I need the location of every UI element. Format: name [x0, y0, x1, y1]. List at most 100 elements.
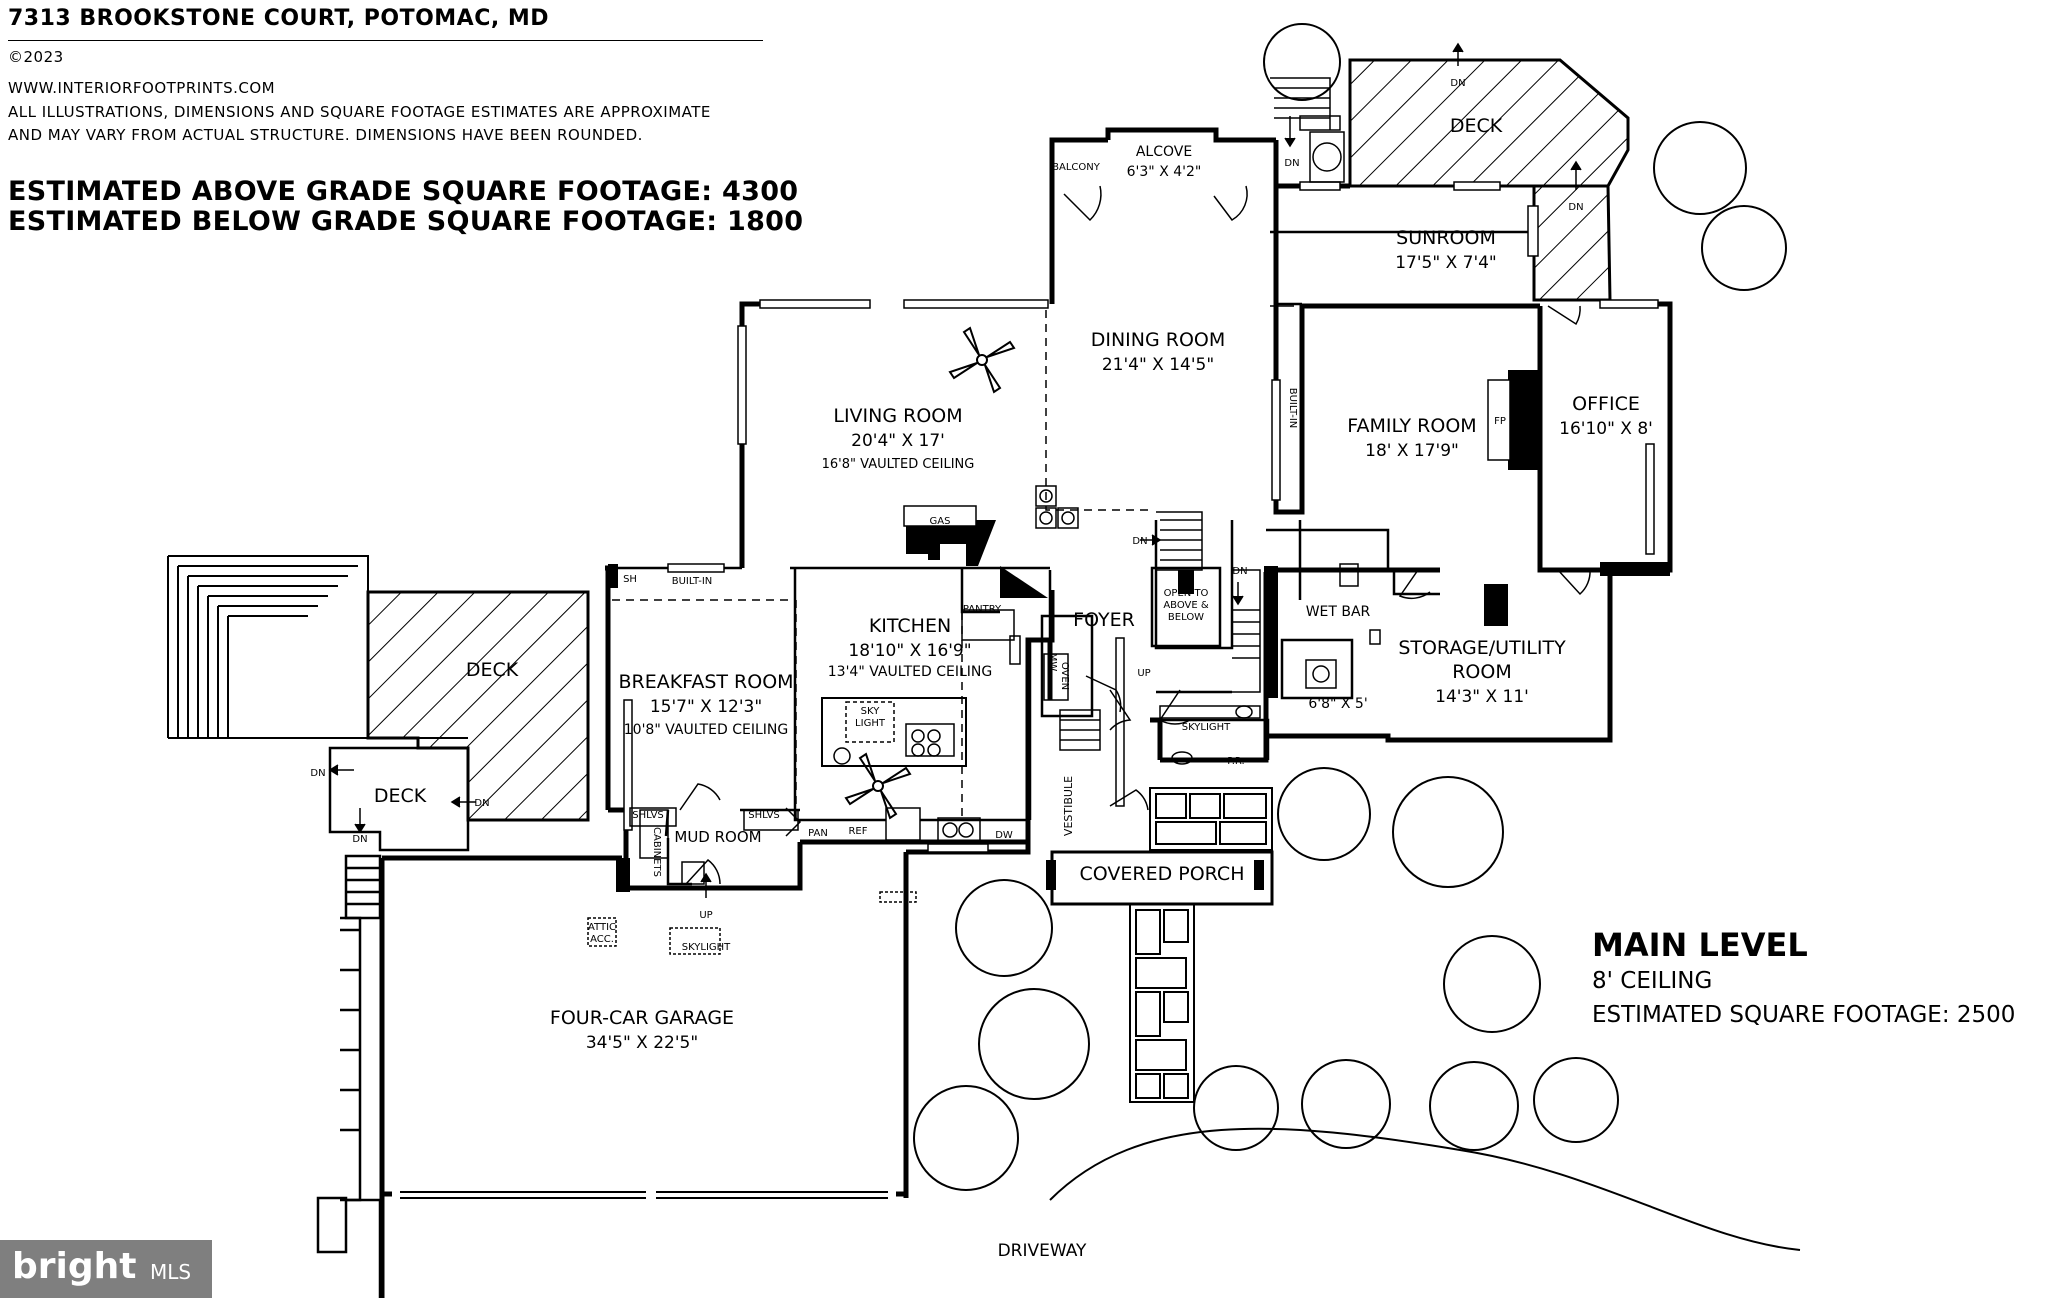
arrows [328, 42, 1582, 898]
dn-label: DN [1132, 536, 1147, 547]
label-kitchen-ceiling: 13'4" VAULTED CEILING [828, 664, 992, 680]
tree [978, 988, 1090, 1100]
up-label: UP [1137, 668, 1150, 679]
label-storage-dim: 14'3" X 11' [1435, 687, 1529, 707]
door-swing [1085, 675, 1122, 713]
tree [1392, 776, 1504, 888]
label-living-ceiling: 16'8" VAULTED CEILING [822, 457, 975, 472]
label-kitchen-dim: 18'10" X 16'9" [848, 641, 971, 661]
door-swing [1398, 569, 1431, 600]
dn-label: DN [1450, 78, 1465, 89]
door-swing [685, 858, 721, 885]
pan-label: PAN [808, 828, 828, 839]
label-dining-dim: 21'4" X 14'5" [1102, 355, 1214, 375]
dn-label: DN [1232, 566, 1247, 577]
label-wet-bar: WET BAR [1306, 604, 1371, 620]
mw-label: MW [1047, 653, 1058, 672]
tree [955, 879, 1053, 977]
above-grade-footage: ESTIMATED ABOVE GRADE SQUARE FOOTAGE: 43… [8, 176, 799, 207]
oven-label: OVEN [1059, 662, 1070, 690]
label-alcove: ALCOVE [1136, 144, 1192, 160]
label-kitchen: KITCHEN [869, 615, 951, 637]
label-foyer: FOYER [1073, 609, 1135, 631]
label-storage: STORAGE/UTILITY [1398, 637, 1566, 659]
stairs [1059, 77, 1345, 751]
garage-door [400, 1191, 646, 1199]
label-balcony: BALCONY [1052, 162, 1101, 173]
acc-label: ACC. [590, 934, 614, 945]
solid-blocks [608, 370, 1670, 892]
header-divider [8, 40, 763, 41]
door-swing [679, 783, 721, 811]
label-sunroom-dim: 17'5" X 7'4" [1395, 253, 1497, 273]
dashed-openings [612, 305, 1536, 820]
tree [1193, 1065, 1279, 1151]
label-breakfast-dim: 15'7" X 12'3" [650, 697, 762, 717]
trees [913, 23, 1787, 1191]
garage-door [656, 1191, 888, 1199]
website-text: WWW.INTERIORFOOTPRINTS.COM [8, 79, 276, 97]
ceiling-fans [844, 326, 1016, 820]
fixtures [587, 379, 1511, 955]
label-sunroom: SUNROOM [1396, 227, 1496, 249]
label-breakfast-ceiling: 10'8" VAULTED CEILING [624, 722, 788, 738]
dn-label: DN [474, 798, 489, 809]
dn-label: DN [1568, 202, 1583, 213]
small-deck [316, 746, 470, 1298]
dn-label: DN [310, 768, 325, 779]
stepped-deck [167, 555, 468, 739]
ref-label: REF [848, 826, 867, 837]
tree [1301, 1059, 1391, 1149]
label-deck-left: DECK [466, 659, 519, 681]
fixture-labels: DN DN DN DN DN DN DN DN UP UP SH BUILT-I… [310, 78, 1583, 953]
doors [679, 185, 1591, 885]
pr-label: P.R. [1227, 756, 1244, 767]
attic-label: ATTIC [588, 922, 616, 933]
vestibule-label: VESTIBULE [1062, 776, 1075, 836]
tree [1429, 1061, 1519, 1151]
tree [1701, 205, 1787, 291]
tree [1277, 767, 1371, 861]
label-family-dim: 18' X 17'9" [1365, 441, 1459, 461]
built-in-label: BUILT-IN [672, 576, 713, 587]
gas-fp-label: GAS [930, 516, 951, 527]
label-living: LIVING ROOM [833, 405, 962, 427]
door-swing [1213, 185, 1248, 221]
below-grade-footage: ESTIMATED BELOW GRADE SQUARE FOOTAGE: 18… [8, 206, 804, 237]
open-label-3: BELOW [1168, 612, 1204, 623]
door-swing [1158, 689, 1191, 725]
ceiling-fan [948, 326, 1016, 394]
skylight-label: SKYLIGHT [1182, 722, 1231, 733]
tree [913, 1085, 1019, 1191]
dw-label: DW [995, 830, 1013, 841]
light-label: LIGHT [855, 718, 886, 729]
copyright-notice: ©2023 [8, 48, 64, 66]
gas-fp-label-2: FP [934, 528, 946, 539]
cabinets-label: CABINETS [651, 827, 662, 877]
label-breakfast: BREAKFAST ROOM [618, 671, 793, 693]
door-swing [1109, 789, 1149, 811]
watermark-suffix: MLS [150, 1260, 192, 1284]
fp-label: FP [1494, 416, 1506, 427]
label-covered-porch: COVERED PORCH [1080, 863, 1245, 885]
label-bath-dim: 6'8" X 5' [1308, 696, 1367, 712]
shlvs-label-right: SHLVS [748, 810, 780, 821]
watermark-brand: bright [12, 1246, 137, 1287]
windows [623, 181, 1659, 853]
open-label-1: OPEN TO [1164, 588, 1209, 599]
dn-label: DN [1284, 158, 1299, 169]
sh-label: SH [623, 574, 637, 585]
label-driveway: DRIVEWAY [998, 1241, 1087, 1261]
level-ceiling: 8' CEILING [1592, 968, 1713, 994]
label-garage-dim: 34'5" X 22'5" [586, 1033, 698, 1053]
mls-watermark: bright MLS [0, 1240, 212, 1298]
ceiling-fan [844, 752, 912, 820]
label-office-dim: 16'10" X 8' [1559, 419, 1653, 439]
room-labels: DECK BALCONY ALCOVE 6'3" X 4'2" SUNROOM … [374, 115, 1653, 1261]
sky-label: SKY [861, 706, 881, 717]
level-title: MAIN LEVEL [1592, 926, 1808, 964]
label-alcove-dim: 6'3" X 4'2" [1127, 164, 1202, 180]
open-label-2: ABOVE & [1163, 600, 1209, 611]
dn-label: DN [352, 834, 367, 845]
